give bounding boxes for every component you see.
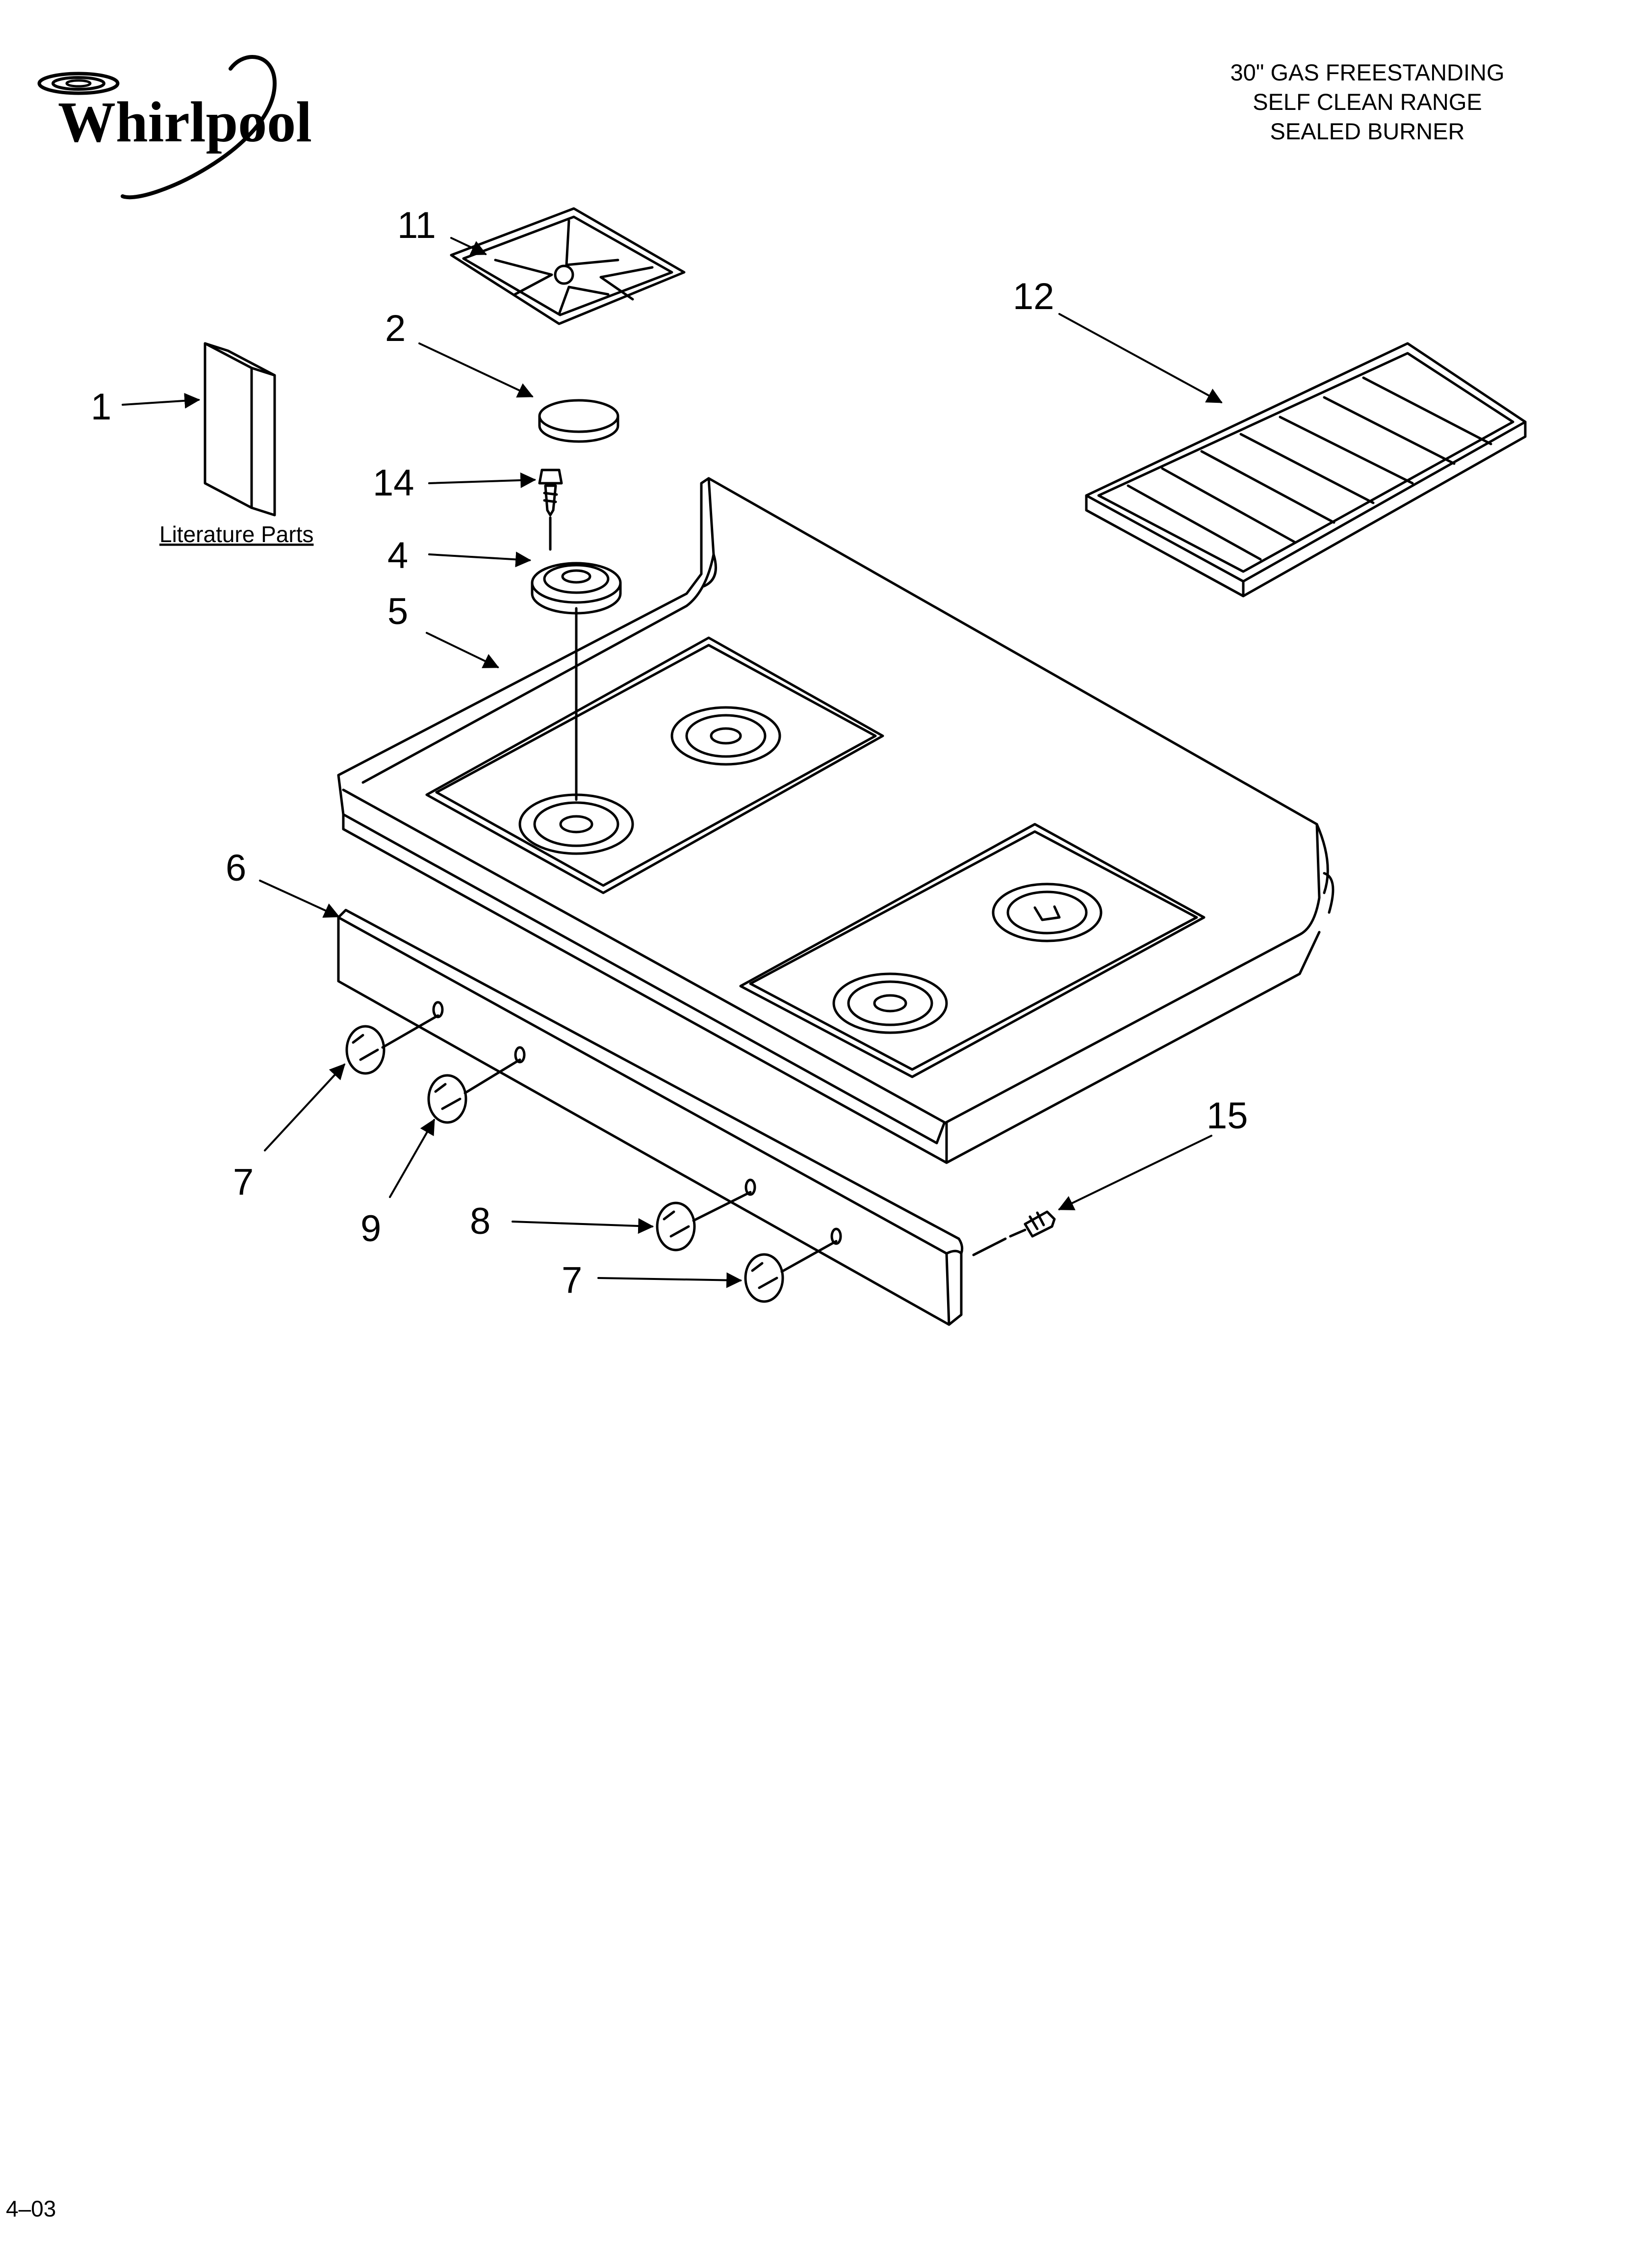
knob-hole-3 <box>744 1178 756 1196</box>
callout-5: 5 <box>387 591 408 632</box>
leader-6 <box>259 880 340 918</box>
screw <box>538 469 563 551</box>
leader-8 <box>512 1218 654 1234</box>
leader-2 <box>418 342 534 398</box>
literature-booklet <box>204 342 276 517</box>
surface-burner-lr <box>670 706 781 766</box>
footer-code: 4–03 <box>6 2196 56 2221</box>
leader-11 <box>450 237 487 256</box>
leader-12 <box>1058 313 1223 403</box>
whirlpool-logo: Whirlpool <box>37 55 312 200</box>
callout-15: 15 <box>1206 1095 1248 1137</box>
knob-hole-2 <box>514 1046 526 1064</box>
control-knob-9 <box>427 1058 521 1124</box>
knob-hole-4 <box>830 1227 842 1245</box>
callout-11: 11 <box>397 205 436 246</box>
callout-1: 1 <box>91 386 111 428</box>
control-knob-7a <box>345 1014 439 1075</box>
callout-12: 12 <box>1013 276 1054 317</box>
callout-8: 8 <box>470 1200 490 1242</box>
title-line-3: SEALED BURNER <box>1270 118 1465 144</box>
logo-wordmark: Whirlpool <box>58 90 312 154</box>
literature-parts-label: Literature Parts <box>159 521 313 547</box>
leader-9 <box>389 1119 435 1198</box>
surface-burner-rr <box>992 883 1103 942</box>
callout-9: 9 <box>360 1208 381 1250</box>
burner-grate <box>450 207 686 325</box>
title-line-1: 30" GAS FREESTANDING <box>1230 59 1505 85</box>
knob-hole-1 <box>432 1001 444 1018</box>
control-panel <box>337 909 964 1326</box>
leader-arrows <box>122 237 1223 1288</box>
callout-4: 4 <box>387 535 408 576</box>
title-block: 30" GAS FREESTANDING SELF CLEAN RANGE SE… <box>1147 58 1588 146</box>
logo-swoosh <box>121 55 277 200</box>
callouts: 11 2 1 14 4 5 12 6 7 9 8 7 15 Literature… <box>91 205 1248 1301</box>
leader-4 <box>428 551 532 568</box>
burner-base <box>531 562 622 801</box>
control-knob-8 <box>656 1191 752 1251</box>
leader-14 <box>428 472 537 488</box>
surface-burner-rf <box>832 972 948 1034</box>
leader-7b <box>597 1272 743 1288</box>
callout-7a: 7 <box>233 1161 254 1203</box>
leader-5 <box>426 632 499 668</box>
griddle-grate <box>1085 342 1527 598</box>
leader-7a <box>264 1063 346 1151</box>
burner-cap <box>538 399 619 443</box>
callout-6: 6 <box>226 847 246 889</box>
callout-14: 14 <box>373 462 414 504</box>
control-knob-7b <box>744 1240 838 1303</box>
callout-7b: 7 <box>562 1259 582 1301</box>
title-line-2: SELF CLEAN RANGE <box>1253 89 1482 115</box>
logo-swirl-mid <box>51 76 105 91</box>
leader-15 <box>1058 1135 1212 1210</box>
side-screw <box>972 1210 1056 1256</box>
logo-swirl-inner <box>65 79 92 88</box>
surface-burner-lf <box>518 793 634 855</box>
cooktop <box>337 477 1334 1164</box>
leader-1 <box>122 392 201 409</box>
callout-2: 2 <box>385 308 406 349</box>
logo-swirl-outer <box>37 72 120 95</box>
